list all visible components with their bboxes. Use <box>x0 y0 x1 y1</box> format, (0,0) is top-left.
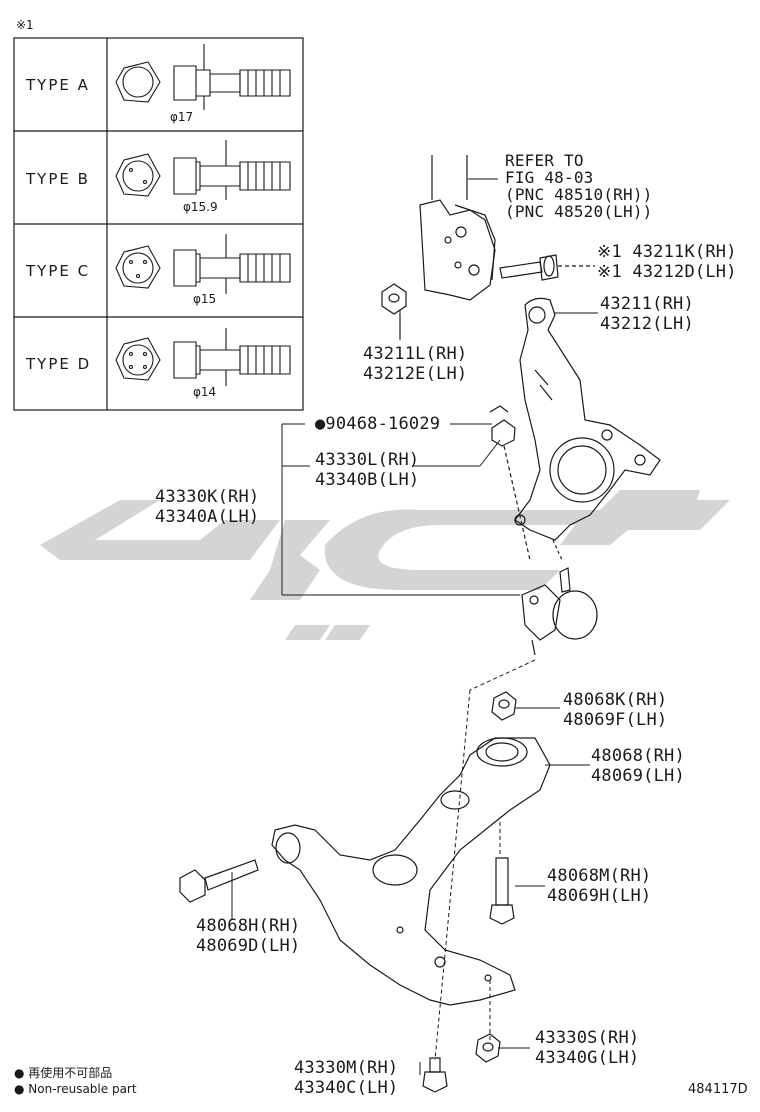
type-a-label: TYPE A <box>26 76 90 94</box>
bolt-drawings <box>115 44 291 386</box>
part-43211k-lh: ※1 43212D(LH) <box>597 262 737 282</box>
part-43330k-rh: 43330K(RH) <box>155 487 260 507</box>
lower-arm-drawing <box>271 737 551 1006</box>
part-label-48068[interactable]: 48068(RH) 48069(LH) <box>591 746 685 786</box>
part-label-48068k[interactable]: 48068K(RH) 48069F(LH) <box>563 690 667 730</box>
type-a-diameter: φ17 <box>170 110 194 124</box>
type-d-diameter: φ14 <box>193 385 217 399</box>
refer-line-3: (PNC 48510(RH)) <box>505 185 653 204</box>
castle-nut-drawing <box>489 405 531 561</box>
part-48068h-lh: 48069D(LH) <box>196 936 301 956</box>
bolt-43211k-drawing <box>499 254 595 281</box>
part-43330k-lh: 43340A(LH) <box>155 507 260 527</box>
part-label-43211l[interactable]: 43211L(RH) 43212E(LH) <box>363 344 467 384</box>
part-43211-lh: 43212(LH) <box>600 314 694 334</box>
part-43330m-lh: 43340C(LH) <box>294 1078 399 1098</box>
legend-line-2: ● Non-reusable part <box>14 1082 137 1096</box>
legend-line-1: ● 再使用不可部品 <box>14 1066 113 1080</box>
type-d-label: TYPE D <box>26 355 92 373</box>
part-48068k-rh: 48068K(RH) <box>563 690 668 710</box>
nut-43330s-drawing <box>475 1033 501 1063</box>
part-43330l-rh: 43330L(RH) <box>315 450 420 470</box>
strut-bracket-drawing <box>419 155 496 301</box>
refer-line-1: REFER TO <box>505 151 584 170</box>
part-90468: ●90468-16029 <box>315 414 441 434</box>
part-48068-rh: 48068(RH) <box>591 746 685 766</box>
bolt-48068m-drawing <box>489 857 515 925</box>
ball-joint-drawing <box>521 567 598 656</box>
part-43211l-lh: 43212E(LH) <box>363 364 468 384</box>
refer-line-4: (PNC 48520(LH)) <box>505 202 653 221</box>
leader-lines <box>231 178 598 1075</box>
part-48068m-lh: 48069H(LH) <box>547 886 652 906</box>
part-label-43211k[interactable]: ※1 43211K(RH) ※1 43212D(LH) <box>597 242 737 282</box>
part-43330l-lh: 43340B(LH) <box>315 470 420 490</box>
part-48068-lh: 48069(LH) <box>591 766 685 786</box>
part-label-43330k[interactable]: 43330K(RH) 43340A(LH) <box>155 487 259 527</box>
part-43330m-rh: 43330M(RH) <box>294 1058 399 1078</box>
part-label-48068m[interactable]: 48068M(RH) 48069H(LH) <box>547 866 651 906</box>
note-mark: ※1 <box>16 18 34 32</box>
part-43211l-rh: 43211L(RH) <box>363 344 468 364</box>
diagram-code: 484117D <box>688 1082 748 1097</box>
part-43211k-rh: ※1 43211K(RH) <box>597 242 737 262</box>
refer-line-2: FIG 48-03 <box>505 168 594 187</box>
part-43330s-lh: 43340G(LH) <box>535 1048 640 1068</box>
nut-48068k-drawing <box>491 691 517 721</box>
type-c-label: TYPE C <box>26 262 91 280</box>
part-label-43330l[interactable]: 43330L(RH) 43340B(LH) <box>315 450 419 490</box>
steering-knuckle-drawing <box>514 297 661 561</box>
part-label-43211[interactable]: 43211(RH) 43212(LH) <box>600 294 694 334</box>
bolt-48068h-drawing <box>179 859 259 903</box>
type-b-diameter: φ15.9 <box>183 200 218 214</box>
part-label-43330s[interactable]: 43330S(RH) 43340G(LH) <box>535 1028 639 1068</box>
part-label-43330m[interactable]: 43330M(RH) 43340C(LH) <box>294 1058 398 1098</box>
part-43211-rh: 43211(RH) <box>600 294 694 314</box>
type-b-label: TYPE B <box>26 170 90 188</box>
watermark-logo <box>40 490 730 640</box>
part-48068m-rh: 48068M(RH) <box>547 866 652 886</box>
part-48068h-rh: 48068H(RH) <box>196 916 301 936</box>
refer-to-note: REFER TO FIG 48-03 (PNC 48510(RH)) (PNC … <box>505 152 653 220</box>
bolt-43330m-drawing <box>422 1057 448 1093</box>
bolt-types-table <box>13 37 304 411</box>
type-c-diameter: φ15 <box>193 292 217 306</box>
part-label-48068h[interactable]: 48068H(RH) 48069D(LH) <box>196 916 300 956</box>
part-48068k-lh: 48069F(LH) <box>563 710 668 730</box>
nut-43211l-drawing <box>381 283 407 338</box>
part-label-90468[interactable]: ●90468-16029 <box>315 414 440 434</box>
part-43330s-rh: 43330S(RH) <box>535 1028 640 1048</box>
